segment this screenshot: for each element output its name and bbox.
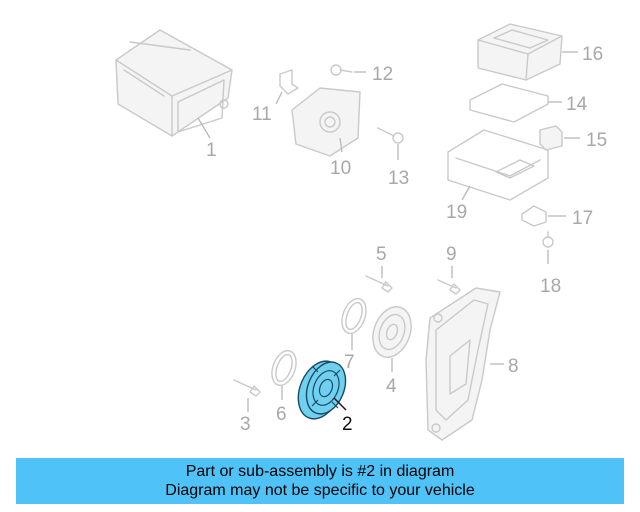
- part-10-housing[interactable]: [291, 87, 361, 157]
- info-banner: Part or sub-assembly is #2 in diagram Di…: [16, 458, 624, 504]
- leader-2: [333, 397, 347, 411]
- callout-10: 10: [330, 158, 351, 179]
- callout-18: 18: [540, 276, 561, 297]
- callout-4: 4: [386, 376, 397, 397]
- part-11-bracket[interactable]: [279, 69, 299, 95]
- part-4-speaker[interactable]: [366, 301, 418, 362]
- callout-8: 8: [508, 356, 519, 377]
- part-18-fastener[interactable]: [542, 231, 554, 248]
- part-16-module[interactable]: [477, 23, 563, 81]
- callout-16: 16: [582, 44, 603, 65]
- part-2-speaker-highlighted[interactable]: [290, 355, 353, 426]
- part-14-plate[interactable]: [469, 83, 549, 123]
- callout-11: 11: [252, 104, 272, 125]
- part-15-connector[interactable]: [539, 125, 563, 151]
- part-8-panel[interactable]: [425, 287, 501, 441]
- leader-11: [275, 91, 283, 105]
- part-5-pin[interactable]: [365, 275, 393, 293]
- callout-3: 3: [240, 414, 251, 435]
- leader-19: [461, 185, 471, 201]
- part-7-gasket[interactable]: [338, 295, 371, 336]
- part-1-head-unit[interactable]: [115, 29, 233, 137]
- callout-19: 19: [446, 202, 467, 223]
- callout-12: 12: [372, 64, 393, 85]
- callout-7: 7: [344, 352, 355, 373]
- part-3-pin[interactable]: [233, 379, 261, 397]
- callout-15: 15: [586, 130, 607, 151]
- callout-13: 13: [388, 168, 409, 189]
- callout-9: 9: [446, 244, 457, 265]
- callout-5: 5: [376, 244, 387, 265]
- callout-14: 14: [566, 94, 588, 115]
- leader-1: [197, 117, 211, 139]
- callout-2: 2: [342, 414, 353, 435]
- banner-line-1: Part or sub-assembly is #2 in diagram: [185, 463, 455, 480]
- banner-line-2: Diagram may not be specific to your vehi…: [165, 482, 475, 499]
- callout-1: 1: [206, 140, 217, 161]
- part-17-clip[interactable]: [521, 205, 547, 227]
- parts-diagram: 1 11 10 12 13 16 14 15: [115, 23, 607, 441]
- part-12-screw[interactable]: [330, 64, 353, 76]
- part-6-gasket[interactable]: [268, 347, 301, 388]
- leader-10: [339, 137, 343, 153]
- part-19-tray[interactable]: [447, 129, 549, 201]
- callout-17: 17: [572, 208, 593, 229]
- part-9-pin[interactable]: [437, 279, 461, 295]
- callout-6: 6: [276, 404, 287, 425]
- part-13-bolt[interactable]: [377, 127, 404, 144]
